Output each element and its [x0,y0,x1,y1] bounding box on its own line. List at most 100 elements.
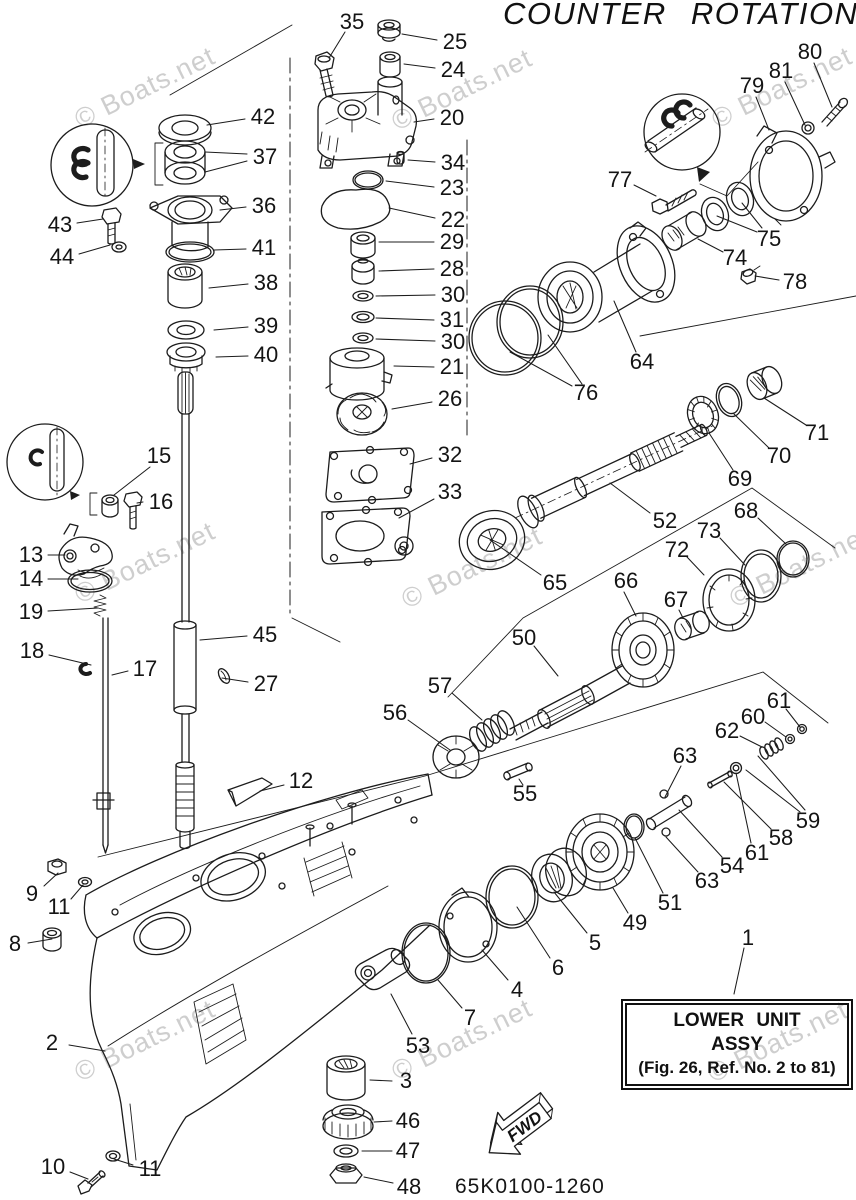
leader-line-45 [199,635,248,641]
part-callout-62: 62 [714,718,740,743]
part-callout-80: 80 [797,39,823,64]
ring-73 [740,549,782,603]
leader-line-58 [723,781,772,830]
ring-housing-79 [749,125,836,226]
oring-51 [623,813,645,841]
part-callout-74: 74 [722,245,748,270]
leader-line-81 [784,81,806,126]
washer-11a [77,876,93,888]
leader-line-22 [388,207,436,219]
drive-shaft-45 [173,371,197,850]
part-callout-49: 49 [622,910,648,935]
part-callout-71: 71 [804,420,830,445]
leader-line-5 [553,891,588,934]
leader-line-66 [623,591,637,617]
part-callout-10: 10 [40,1154,66,1179]
leader-line-63 [665,836,699,873]
leader-line-37 [204,151,248,155]
part-callout-72: 72 [664,537,690,562]
leader-lines [27,31,833,1184]
clutch-ring-72 [702,568,756,632]
leader-line-7 [437,979,463,1009]
part-callout-46: 46 [395,1108,421,1133]
part-callout-2: 2 [45,1030,59,1055]
part-callout-13: 13 [18,542,44,567]
impeller-26 [336,392,388,436]
washer-44 [111,241,127,253]
bushing-67 [674,610,710,641]
leader-line-24 [403,63,436,69]
bearing-carrier-64 [537,221,676,333]
ring-61-upper [796,723,808,735]
washer-31 [351,310,375,324]
leader-line-54 [678,809,723,858]
part-callout-14: 14 [18,566,44,591]
bearing-65 [458,509,526,571]
washer-30b [352,332,374,344]
part-callout-78: 78 [782,269,808,294]
leader-line-20 [413,118,435,123]
leader-line-35 [328,31,346,59]
washer-11b [105,1150,121,1162]
part-callout-65: 65 [542,570,568,595]
part-callout-38: 38 [253,270,279,295]
leader-line-28 [378,268,435,272]
part-callout-44: 44 [49,244,75,269]
gear-housing-2 [83,773,433,1171]
oring-14 [67,569,113,593]
leader-line-63 [664,765,682,798]
part-callout-55: 55 [512,781,538,806]
ring-70 [715,382,743,418]
part-callout-23: 23 [439,175,465,200]
leader-line-23 [385,180,435,188]
bushing-15 [101,494,119,518]
shift-rod-17 [92,617,115,854]
detail-circle-clip-pin-2 [6,423,98,516]
clip-18 [78,662,92,676]
leader-line-75 [716,215,758,233]
washer-81 [801,121,815,135]
leader-line-30 [375,338,436,342]
leader-line-31 [375,317,435,321]
leader-line-68 [757,517,787,545]
part-callout-27: 27 [253,671,279,696]
part-callout-57: 57 [427,673,453,698]
leader-line-75 [741,202,763,229]
cup-29 [350,231,376,259]
part-callout-6: 6 [551,955,565,980]
leader-line-16 [136,501,144,504]
detent-balls-63 [659,789,671,837]
spring-62 [759,737,784,760]
part-callout-28: 28 [439,256,465,281]
seal-40 [166,342,206,374]
pin-34 [396,150,405,165]
leader-line-62 [739,735,763,748]
leader-line-61 [785,708,801,728]
needle-bearing-71 [746,365,783,401]
leader-line-42 [206,118,246,126]
washer-39 [167,320,205,340]
part-callout-30: 30 [440,329,466,354]
info-box-line1: LOWER UNIT [673,1010,801,1031]
part-callout-76: 76 [573,380,599,405]
leader-line-59 [757,755,806,811]
part-callout-12: 12 [288,768,314,793]
leader-line-3 [369,1079,393,1082]
leader-line-11 [70,884,84,900]
leader-line-33 [398,498,435,519]
part-callout-48: 48 [396,1174,422,1199]
leader-line-41 [213,248,247,251]
part-callout-70: 70 [766,443,792,468]
nut-9 [47,858,67,876]
part-callout-19: 19 [18,599,44,624]
leader-line-9 [43,872,59,887]
part-callout-56: 56 [382,700,408,725]
part-callout-30: 30 [440,282,466,307]
spring-19 [93,594,107,617]
screw-10 [77,1170,106,1195]
part-callout-61: 61 [744,840,770,865]
part-callout-5: 5 [588,930,602,955]
info-box-line3: (Fig. 26, Ref. No. 2 to 81) [638,1058,836,1077]
leader-line-60 [764,721,787,738]
